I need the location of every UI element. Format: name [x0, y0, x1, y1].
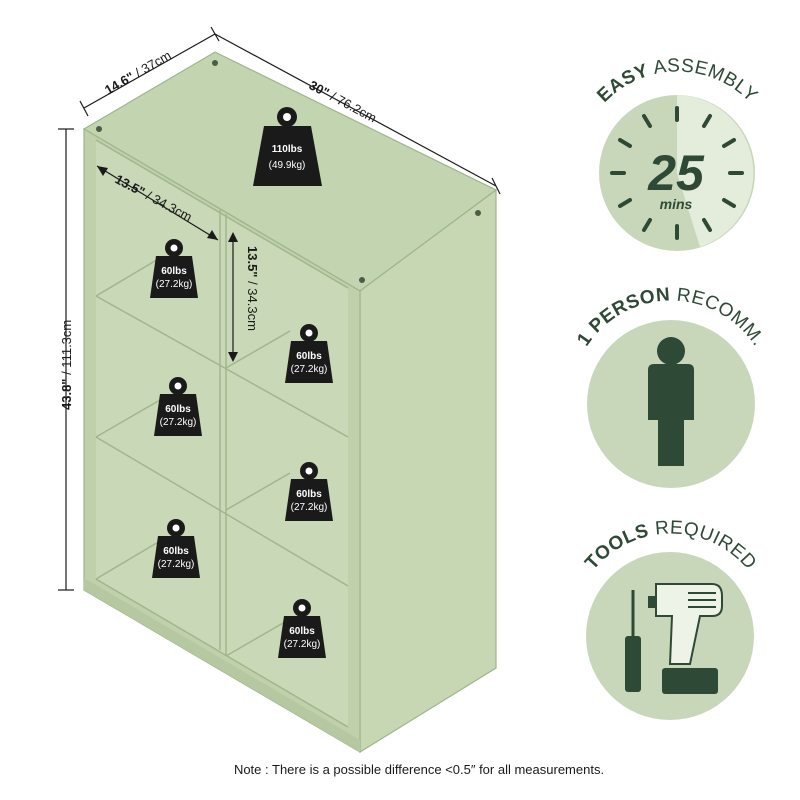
weight-cube-icon: 60lbs (27.2kg) — [285, 462, 333, 521]
weight-cube-icon: 60lbs (27.2kg) — [154, 377, 202, 436]
cube-weight-kg: (27.2kg) — [291, 364, 328, 375]
weight-top-icon: 110lbs (49.9kg) — [253, 107, 322, 186]
top-weight-kg: (49.9kg) — [269, 160, 306, 171]
cube-weight-kg: (27.2kg) — [284, 639, 321, 650]
cube-weight-lbs: 60lbs — [296, 489, 322, 500]
dimension-lines — [58, 26, 501, 591]
weight-cube-icon: 60lbs (27.2kg) — [150, 239, 198, 298]
easy-assembly-badge: 25 mins EASY ASSEMBLY — [593, 55, 761, 251]
cube-weight-lbs: 60lbs — [161, 266, 187, 277]
clock-ticks — [610, 106, 744, 240]
person-icon — [648, 337, 694, 466]
measurement-note: Note : There is a possible difference <0… — [233, 762, 605, 777]
cube-weight-kg: (27.2kg) — [160, 417, 197, 428]
cube-weight-lbs: 60lbs — [163, 546, 189, 557]
top-weight-lbs: 110lbs — [272, 144, 303, 155]
cube-weight-kg: (27.2kg) — [291, 502, 328, 513]
screwdriver-icon — [625, 590, 641, 692]
height-label: 43.8" / 111.3cm — [59, 320, 74, 410]
tools-required-badge: TOOLS REQUIRED — [581, 517, 760, 720]
cube-weight-lbs: 60lbs — [165, 404, 191, 415]
cube-weight-kg: (27.2kg) — [158, 559, 195, 570]
cube-height-label: 13.5" / 34.3cm — [245, 246, 260, 331]
cube-weight-kg: (27.2kg) — [156, 279, 193, 290]
cube-weight-lbs: 60lbs — [296, 351, 322, 362]
cube-weight-lbs: 60lbs — [289, 626, 315, 637]
weight-cube-icon: 60lbs (27.2kg) — [278, 599, 326, 658]
assembly-minutes: 25 — [647, 145, 705, 201]
weight-cube-icon: 60lbs (27.2kg) — [285, 324, 333, 383]
one-person-badge: 1 PERSON RECOMM. — [573, 284, 768, 488]
assembly-unit: mins — [660, 196, 693, 212]
drill-icon — [648, 583, 723, 694]
weight-cube-icon: 60lbs (27.2kg) — [152, 519, 200, 578]
